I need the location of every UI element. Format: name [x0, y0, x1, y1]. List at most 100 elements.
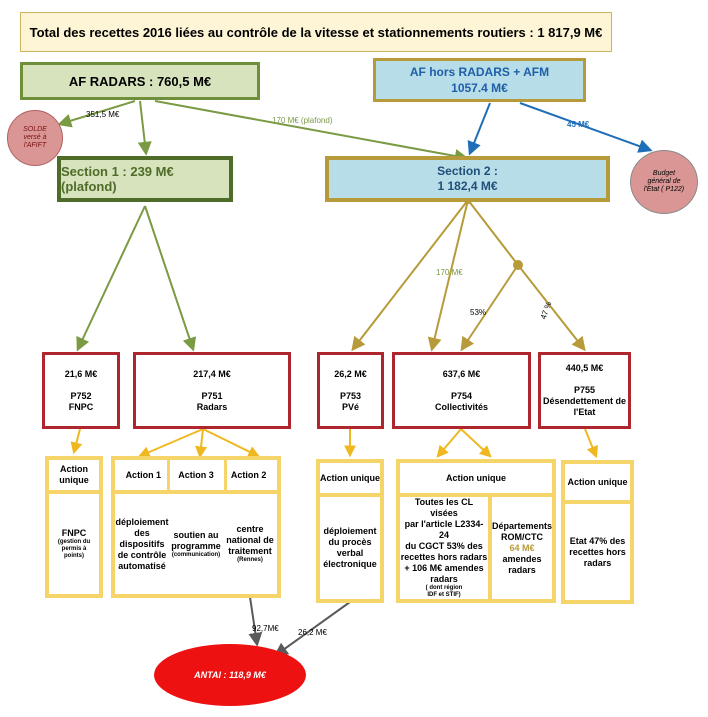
p752-body-main: FNPC: [61, 528, 87, 538]
action-p755-head: Action unique: [561, 460, 634, 504]
page-title: Total des recettes 2016 liées au contrôl…: [20, 12, 612, 52]
arrow-p751-to-action2: [202, 428, 261, 458]
action-p753-body: déploiement du procès verbal électroniqu…: [316, 493, 384, 603]
action1-line2: des: [134, 527, 150, 538]
section2-line1: Section 2 :: [437, 164, 498, 178]
arrow-section1-to-p752: [76, 205, 146, 352]
p754-cl-note1: ( dont région: [425, 585, 463, 591]
program-p755: 440,5 M€ P755 Désendettement de l'Etat: [538, 352, 631, 429]
p754-code: P754: [450, 390, 473, 401]
action2-note: (Rennes): [237, 557, 263, 563]
action-p754-head: Action unique: [396, 459, 556, 497]
action2-line2: national de: [226, 535, 274, 545]
p751-name: Radars: [196, 401, 228, 412]
edge-label-plafond: 170 M€ (plafond): [272, 116, 333, 125]
budget-etat-circle: Budget général de l'Etat ( P122): [630, 150, 698, 214]
p755-code: P755: [573, 385, 596, 395]
arrow-action2-to-antai: [248, 596, 263, 647]
p754-dom-line4: amendes: [502, 553, 542, 564]
arrow-af-hors-to-budget: [519, 102, 653, 153]
section2-line2: 1 182,4 M€: [437, 179, 498, 193]
p754-name: Collectivités: [434, 401, 489, 412]
edge-label-s2-p754: 170 M€: [436, 268, 463, 277]
p751-amount: 217,4 M€: [193, 368, 231, 379]
arrow-af-radars-to-solde: [57, 100, 136, 128]
p752-head-line1: Action: [60, 464, 88, 474]
p753-body-line3: verbal: [336, 548, 364, 558]
p755-name-line1: Désendettement de: [542, 396, 627, 406]
arrow-af-radars-to-section1: [137, 100, 152, 156]
solde-line2: versé à: [23, 134, 47, 141]
action1-line4: de contrôle: [117, 549, 167, 560]
p752-code: P752: [70, 390, 92, 401]
action2-line3: traitement: [228, 546, 272, 556]
action-p755-body: Etat 47% des recettes hors radars: [561, 500, 634, 604]
solde-line1: SOLDE: [23, 126, 47, 133]
action3-head: Action 3: [178, 469, 214, 480]
p755-body-line3: radars: [583, 557, 612, 568]
arrow-split-to-p755: [517, 264, 586, 352]
p755-name-line2: l'Etat: [573, 407, 596, 417]
arrow-section1-to-p751: [144, 205, 197, 352]
solde-afift-circle: SOLDE versé à l'AFIFT: [7, 110, 63, 166]
section2-box: Section 2 : 1 182,4 M€: [325, 156, 610, 202]
p755-amount: 440,5 M€: [565, 363, 604, 373]
p754-dom-line5: radars: [508, 564, 536, 575]
arrow-p754-to-action-left: [436, 428, 462, 458]
action1-head: Action 1: [125, 469, 162, 480]
p754-amount: 637,6 M€: [442, 368, 481, 379]
p754-cl-line3: du CGCT 53% des: [405, 541, 483, 551]
action1-line3: dispositifs: [119, 538, 165, 549]
p752-body-note2: permis à: [61, 546, 87, 552]
action2-head: Action 2: [230, 469, 267, 480]
action3-note: (communication): [171, 551, 221, 558]
program-p754: 637,6 M€ P754 Collectivités: [392, 352, 531, 429]
budget-line3: l'Etat ( P122): [643, 186, 685, 193]
arrow-p751-to-action1: [137, 428, 204, 458]
arrow-p752-to-action: [70, 428, 83, 455]
af-radars-box: AF RADARS : 760,5 M€: [20, 62, 260, 100]
edge-label-solde: 351,5 M€: [86, 110, 120, 119]
antai-ellipse: ANTAI : 118,9 M€: [154, 644, 306, 706]
p752-body-note1: (gestion du: [57, 539, 91, 545]
edge-label-budget: 45 M€: [567, 120, 590, 129]
arrow-p755-to-action: [584, 428, 598, 459]
p752-body-note3: points): [64, 553, 84, 559]
p754-cl-note2: IDF et STIF): [427, 592, 461, 598]
action-p753-head: Action unique: [316, 459, 384, 497]
action-p752-head: Action unique: [45, 456, 103, 494]
actions-p751-head: Action 1 Action 3 Action 2: [111, 456, 281, 494]
action2-body: centre national de traitement (Rennes): [223, 524, 277, 564]
solde-line3: l'AFIFT: [23, 142, 47, 149]
section1-box: Section 1 : 239 M€(plafond): [57, 156, 233, 202]
p754-cl-line1: Toutes les CL visées: [414, 497, 474, 518]
actions-p751-body: déploiement des dispositifs de contrôle …: [111, 490, 281, 598]
action3-line1: soutien au: [173, 529, 219, 540]
arrow-section2-to-p754: [427, 199, 469, 352]
p755-body-line1: Etat 47% des: [569, 535, 626, 546]
af-hors-line1: AF hors RADARS + AFM: [409, 65, 550, 79]
p753-body-line4: électronique: [323, 559, 377, 569]
p754-cl-line5: + 106 M€ amendes: [404, 563, 484, 573]
budget-line2: général de: [647, 178, 681, 185]
action-p752-body: FNPC (gestion du permis à points): [45, 490, 103, 598]
p752-amount: 21,6 M€: [64, 368, 98, 379]
action-p754-dom: Départements ROM/CTC 64 M€ amendes radar…: [488, 493, 556, 603]
p753-amount: 26,2 M€: [334, 368, 367, 379]
p753-body-line2: du procès: [328, 537, 372, 547]
af-hors-line2: 1057.4 M€: [451, 81, 508, 95]
program-p753: 26,2 M€ P753 PVé: [317, 352, 384, 429]
action3-line2: programme: [171, 540, 221, 551]
action1-line1: déploiement: [115, 516, 169, 527]
arrow-section2-to-p753: [351, 199, 469, 352]
p752-head-line2: unique: [59, 475, 89, 485]
p753-code: P753: [339, 390, 362, 401]
action1-body: déploiement des dispositifs de contrôle …: [115, 517, 169, 572]
action1-line5: automatisé: [118, 560, 166, 571]
budget-line1: Budget: [652, 170, 676, 177]
arrow-p753-to-antai: [273, 601, 351, 657]
p753-body-line1: déploiement: [323, 526, 377, 536]
p754-cl-line2: par l'article L2334-24: [404, 519, 484, 540]
arrow-p754-to-action-right: [460, 428, 492, 458]
